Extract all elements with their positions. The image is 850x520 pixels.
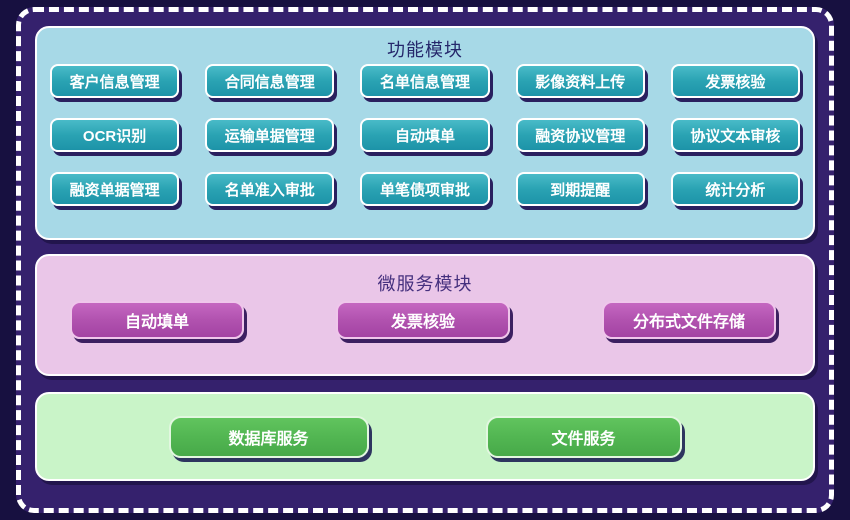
- func-transport-document-management: 运输单据管理: [205, 118, 335, 152]
- func-single-debt-approval: 单笔债项审批: [360, 172, 490, 206]
- func-list-admission-approval: 名单准入审批: [205, 172, 335, 206]
- func-auto-form-filling: 自动填单: [360, 118, 490, 152]
- func-expiry-reminder: 到期提醒: [515, 172, 645, 206]
- func-list-info-management: 名单信息管理: [360, 64, 490, 98]
- base-services-row: 数据库服务 文件服务: [37, 394, 813, 479]
- func-agreement-text-review: 协议文本审核: [670, 118, 800, 152]
- func-customer-info-management: 客户信息管理: [50, 64, 180, 98]
- functions-grid: 客户信息管理 合同信息管理 名单信息管理 影像资料上传 发票核验 OCR识别 运…: [37, 58, 813, 206]
- func-image-data-upload: 影像资料上传: [515, 64, 645, 98]
- func-statistics-analysis: 统计分析: [670, 172, 800, 206]
- base-services-panel: 数据库服务 文件服务: [35, 392, 815, 481]
- micro-invoice-verification: 发票核验: [336, 301, 510, 339]
- func-financing-document-management: 融资单据管理: [50, 172, 180, 206]
- microservices-panel-title: 微服务模块: [377, 274, 473, 294]
- func-ocr-recognition: OCR识别: [50, 118, 180, 152]
- func-financing-agreement-management: 融资协议管理: [515, 118, 645, 152]
- microservices-row: 自动填单 发票核验 分布式文件存储: [37, 290, 813, 339]
- base-file-service: 文件服务: [485, 415, 682, 458]
- microservices-panel: 微服务模块 自动填单 发票核验 分布式文件存储: [35, 254, 815, 376]
- functions-panel: 功能模块 客户信息管理 合同信息管理 名单信息管理 影像资料上传 发票核验 OC…: [35, 26, 815, 240]
- func-invoice-verification: 发票核验: [670, 64, 800, 98]
- base-database-service: 数据库服务: [168, 415, 369, 458]
- micro-auto-form-filling: 自动填单: [70, 301, 244, 339]
- func-contract-info-management: 合同信息管理: [205, 64, 335, 98]
- functions-panel-title: 功能模块: [387, 40, 463, 60]
- micro-distributed-file-storage: 分布式文件存储: [602, 301, 776, 339]
